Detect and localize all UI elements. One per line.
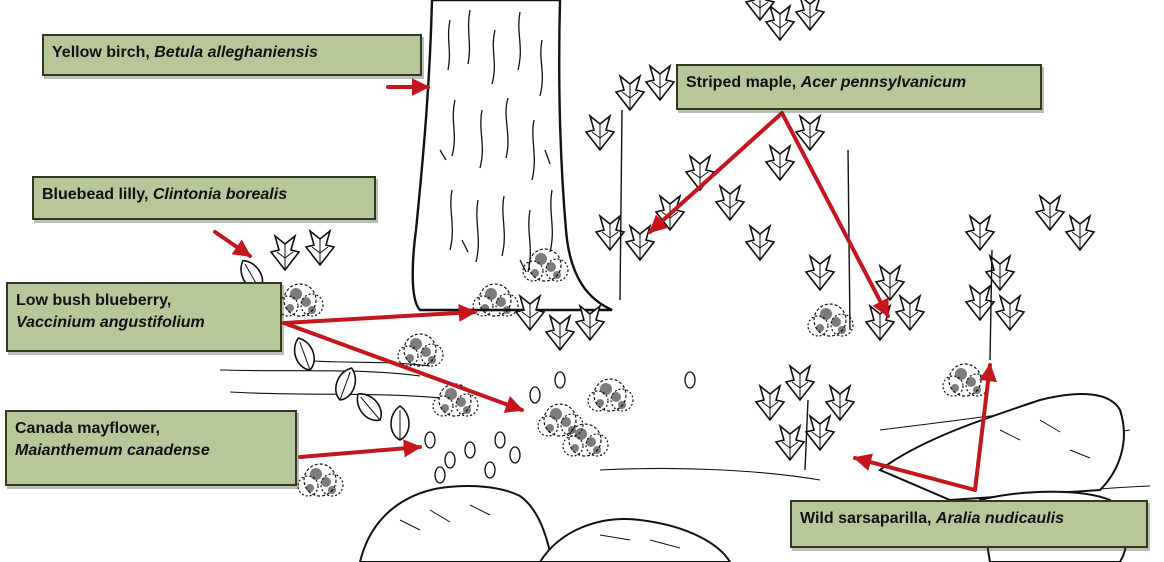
label-low-bush-blueberry: Low bush blueberry, Vaccinium angustifol… bbox=[6, 282, 282, 352]
label-striped-maple-scientific: Acer pennsylvanicum bbox=[801, 74, 966, 91]
label-bluebead-lilly-common: Bluebead lilly, bbox=[42, 186, 153, 203]
label-wild-sarsaparilla: Wild sarsaparilla, Aralia nudicaulis bbox=[790, 500, 1148, 548]
label-yellow-birch: Yellow birch, Betula alleghaniensis bbox=[42, 34, 422, 76]
label-striped-maple-common: Striped maple, bbox=[686, 74, 801, 91]
label-bluebead-lilly-scientific: Clintonia borealis bbox=[153, 186, 287, 203]
label-low-bush-blueberry-common: Low bush blueberry, bbox=[16, 290, 272, 312]
label-striped-maple: Striped maple, Acer pennsylvanicum bbox=[676, 64, 1042, 110]
arrow-bluebead-lilly bbox=[215, 232, 250, 256]
label-yellow-birch-common: Yellow birch, bbox=[52, 44, 154, 61]
arrow-mayflower bbox=[300, 447, 420, 457]
arrow-striped-maple-right bbox=[782, 113, 888, 316]
label-yellow-birch-scientific: Betula alleghaniensis bbox=[154, 44, 318, 61]
label-low-bush-blueberry-scientific: Vaccinium angustifolium bbox=[16, 312, 272, 334]
label-canada-mayflower-common: Canada mayflower, bbox=[15, 418, 287, 440]
label-canada-mayflower: Canada mayflower, Maianthemum canadense bbox=[5, 410, 297, 486]
arrow-striped-maple-left bbox=[650, 113, 782, 232]
tree-trunk bbox=[413, 0, 612, 310]
label-wild-sarsaparilla-common: Wild sarsaparilla, bbox=[800, 510, 936, 527]
arrow-blueberry-lower bbox=[284, 323, 522, 410]
label-bluebead-lilly: Bluebead lilly, Clintonia borealis bbox=[32, 176, 376, 220]
label-canada-mayflower-scientific: Maianthemum canadense bbox=[15, 440, 287, 462]
label-wild-sarsaparilla-scientific: Aralia nudicaulis bbox=[936, 510, 1064, 527]
